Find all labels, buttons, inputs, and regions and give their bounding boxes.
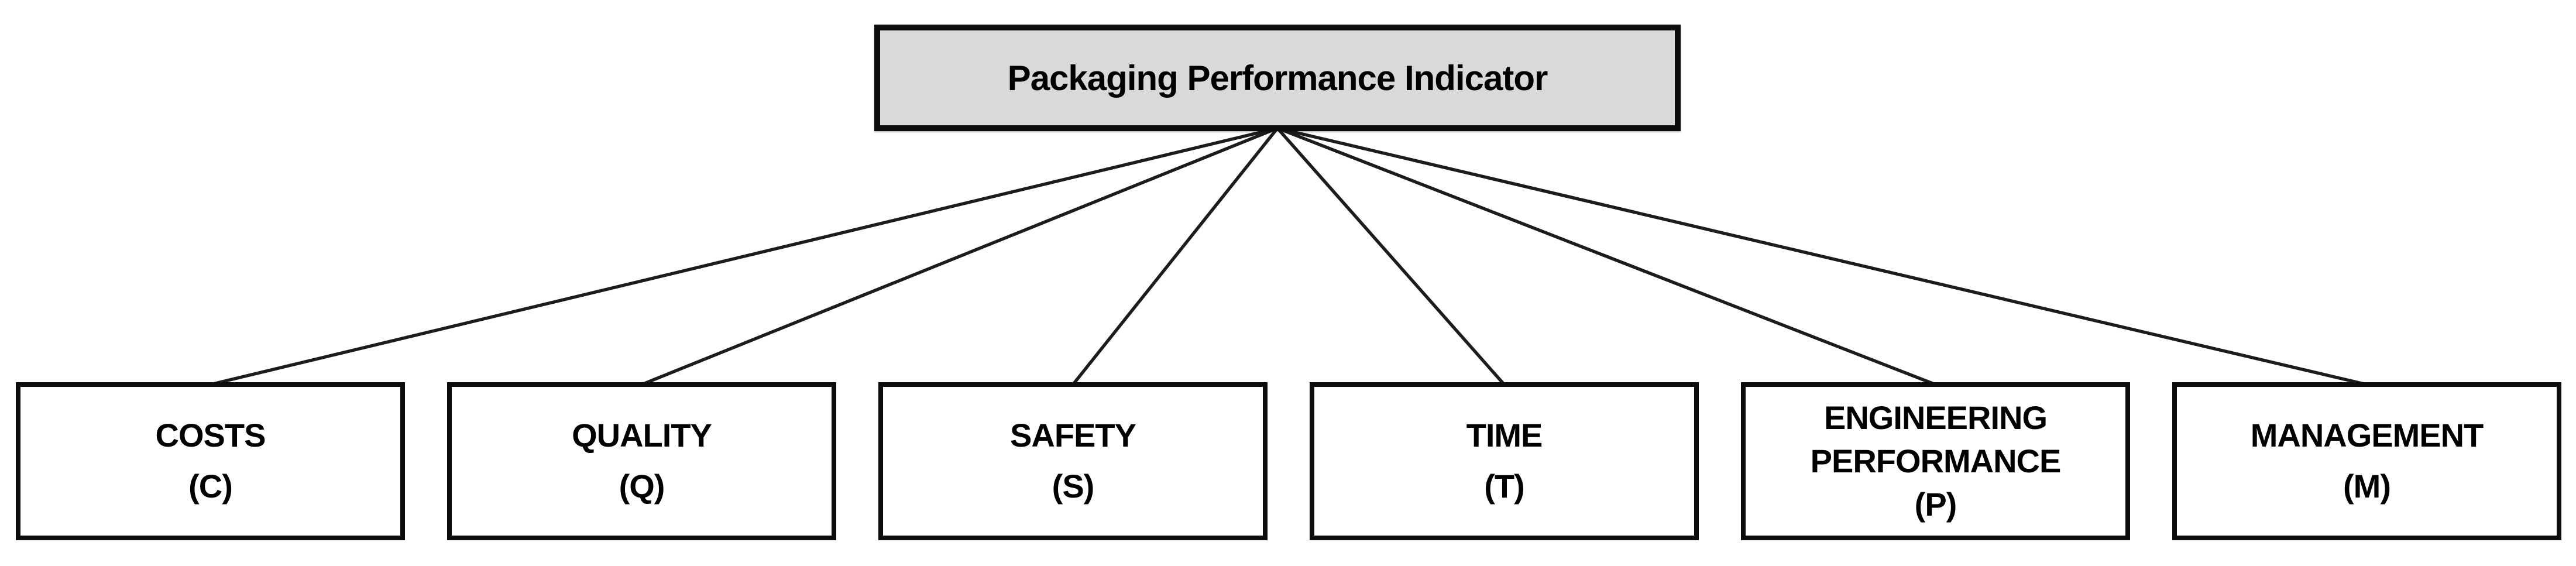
- connector-line: [1276, 126, 2369, 386]
- connector-line: [208, 126, 1279, 386]
- node-costs: COSTS (C): [16, 382, 405, 540]
- node-quality-code: (Q): [619, 468, 665, 505]
- node-management: MANAGEMENT (M): [2172, 382, 2561, 540]
- connector-line: [1276, 126, 1506, 386]
- node-quality: QUALITY (Q): [447, 382, 836, 540]
- node-time: TIME (T): [1310, 382, 1699, 540]
- node-quality-label: QUALITY: [572, 417, 712, 454]
- node-costs-label: COSTS: [155, 417, 266, 454]
- node-safety-label: SAFETY: [1010, 417, 1136, 454]
- node-engineering-performance-code: (P): [1914, 485, 1957, 523]
- node-safety: SAFETY (S): [878, 382, 1268, 540]
- node-costs-code: (C): [188, 468, 233, 505]
- node-time-label: TIME: [1466, 417, 1543, 454]
- node-management-code: (M): [2343, 468, 2391, 505]
- connector-line: [640, 126, 1279, 386]
- connector-line: [1071, 126, 1279, 386]
- connector-line: [1276, 126, 1938, 386]
- node-time-code: (T): [1484, 468, 1525, 505]
- root-node: Packaging Performance Indicator: [874, 25, 1681, 131]
- node-management-label: MANAGEMENT: [2250, 417, 2484, 454]
- root-node-label: Packaging Performance Indicator: [1007, 58, 1548, 98]
- node-engineering-performance-label: ENGINEERING PERFORMANCE: [1810, 399, 2062, 480]
- node-engineering-performance: ENGINEERING PERFORMANCE (P): [1741, 382, 2130, 540]
- node-safety-code: (S): [1052, 468, 1095, 505]
